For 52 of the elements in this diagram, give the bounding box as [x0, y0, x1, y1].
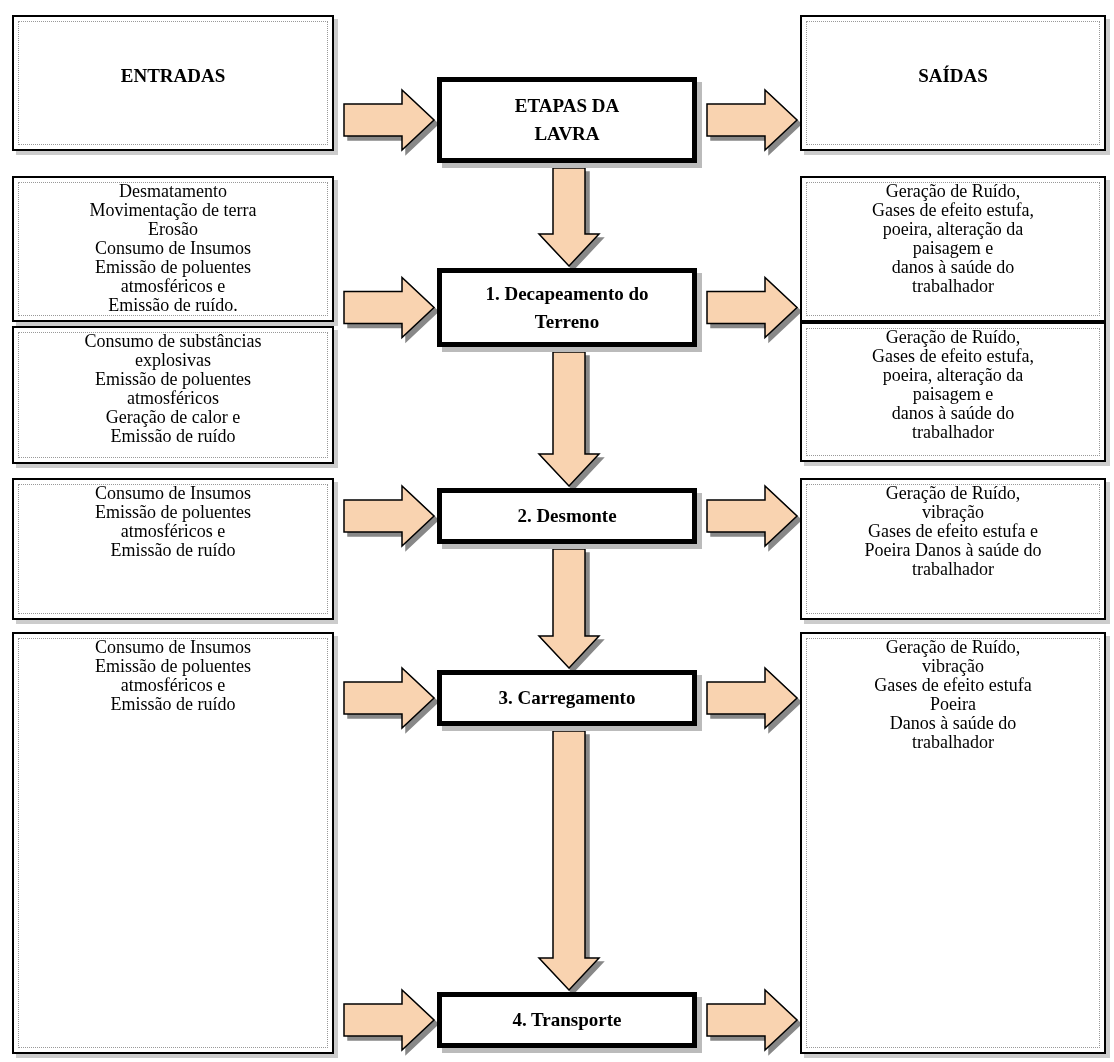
box-text: danos à saúde do trabalhador — [890, 404, 1016, 442]
block-arrow — [343, 275, 436, 340]
box-text: Emissão de poluentes atmosféricos e — [94, 258, 252, 296]
box-text: Emissão de ruído — [110, 695, 236, 714]
block-arrow — [343, 88, 436, 152]
box-text: SAÍDAS — [918, 65, 988, 87]
block-arrow — [537, 548, 601, 670]
box-text: Emissão de ruído — [110, 541, 236, 560]
box-text: Gases de efeito estufa, — [872, 347, 1034, 366]
box-text: Gases de efeito estufa, — [872, 201, 1034, 220]
block-arrow — [537, 167, 601, 268]
box-text: Consumo de Insumos — [95, 239, 251, 258]
box-text: ENTRADAS — [120, 65, 226, 87]
box-text: Consumo de substâncias explosivas — [83, 332, 263, 370]
box-text: 1. Decapeamento do Terreno — [484, 281, 650, 334]
block-arrow — [343, 988, 436, 1052]
box-text: Danos à saúde do trabalhador — [888, 714, 1018, 752]
block-arrow — [706, 484, 799, 548]
box-text: 4. Transporte — [512, 1008, 622, 1032]
box-text: Geração de Ruído, — [885, 182, 1021, 201]
box-text: Gases de efeito estufa — [874, 676, 1032, 695]
block-arrow — [706, 988, 799, 1052]
box-text: Poeira Danos à saúde do trabalhador — [863, 541, 1043, 579]
box-text: Emissão de ruído. — [108, 296, 238, 315]
box-text: danos à saúde do trabalhador — [890, 258, 1016, 296]
box-text: ETAPAS DA LAVRA — [513, 94, 621, 146]
box-text: Gases de efeito estufa e — [868, 522, 1038, 541]
block-arrow — [537, 730, 601, 992]
box-text: Emissão de poluentes atmosféricos e — [94, 503, 252, 541]
block-arrow — [537, 351, 601, 488]
box-text: Geração de Ruído, — [885, 328, 1021, 347]
box-text: Desmatamento — [119, 182, 227, 201]
box-text: Consumo de Insumos — [95, 638, 251, 657]
box-text: Poeira — [930, 695, 976, 714]
box-text: Geração de Ruído, — [885, 638, 1021, 657]
block-arrow — [706, 275, 799, 340]
box-text: Emissão de ruído — [110, 427, 236, 446]
box-text: Emissão de poluentes atmosféricos — [94, 370, 252, 408]
box-text: Geração de Ruído, — [885, 484, 1021, 503]
block-arrow — [343, 484, 436, 548]
box-text: vibração — [922, 657, 984, 676]
box-text: Geração de calor e — [105, 408, 241, 427]
box-text: Movimentação de terra — [89, 201, 257, 220]
block-arrow — [343, 666, 436, 730]
box-text: 2. Desmonte — [517, 504, 617, 528]
box-text: Consumo de Insumos — [95, 484, 251, 503]
box-text: vibração — [922, 503, 984, 522]
box-text: 3. Carregamento — [498, 686, 636, 710]
box-text: Emissão de poluentes atmosféricos e — [94, 657, 252, 695]
block-arrow — [706, 88, 799, 152]
block-arrow — [706, 666, 799, 730]
box-text: Erosão — [148, 220, 198, 239]
